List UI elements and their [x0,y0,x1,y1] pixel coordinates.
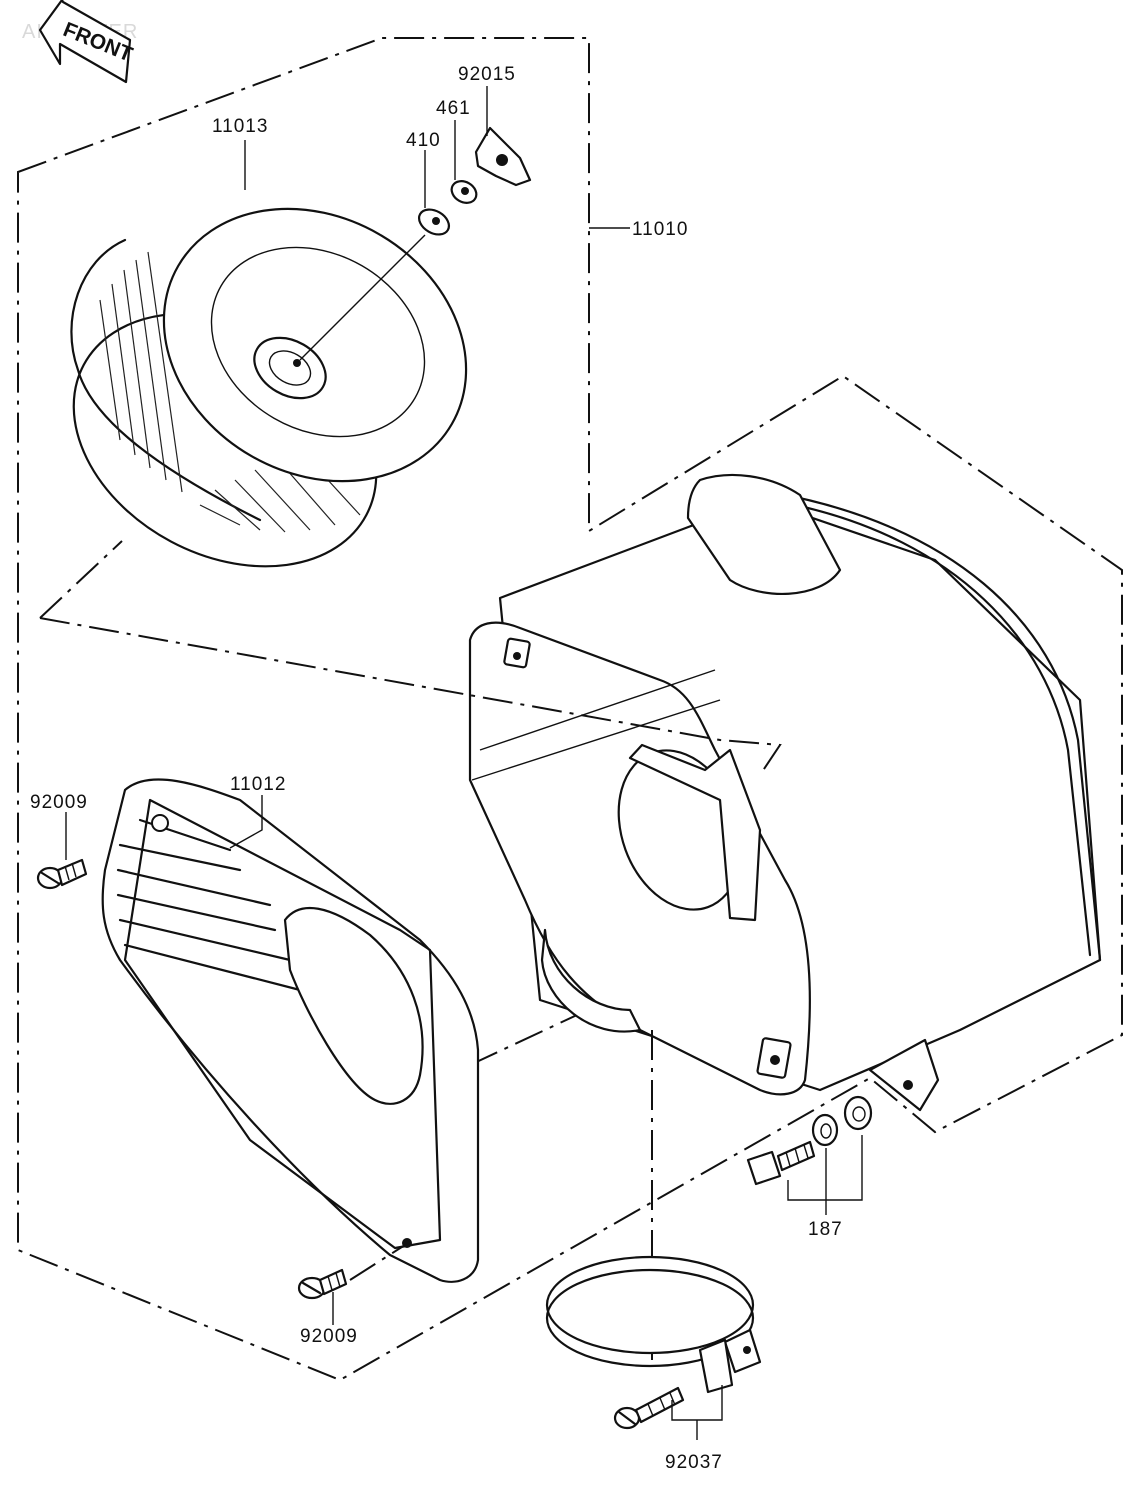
part-label-92015: 92015 [458,64,516,85]
part-label-410: 410 [406,130,441,151]
part-label-187: 187 [808,1219,843,1240]
leader-screw-to-cover [349,1244,406,1281]
part-label-11013: 11013 [212,116,268,137]
bolt-187[interactable] [746,1140,816,1186]
front-arrow-icon: FRONT [38,0,136,84]
air-box-cover[interactable] [101,778,480,1283]
part-label-11012: 11012 [230,774,286,795]
washer-187-small[interactable] [811,1113,839,1147]
part-label-92009-top: 92009 [30,792,88,813]
clip-92015[interactable] [474,126,532,187]
part-label-92037: 92037 [665,1452,723,1473]
screw-92009-top[interactable] [36,858,88,890]
hose-clamp[interactable] [545,1255,762,1394]
leader-element-axis [299,234,426,361]
part-label-461: 461 [436,98,471,119]
leader-clamp [671,1385,723,1440]
filter-element[interactable] [30,155,516,617]
leader-element-to-housing [39,617,782,776]
washer-410[interactable] [415,204,454,239]
nut-461[interactable] [448,177,481,207]
part-label-92009-bottom: 92009 [300,1326,358,1347]
part-label-11010: 11010 [632,219,688,240]
screw-92009-bottom[interactable] [297,1268,348,1300]
leader-11012 [229,795,263,849]
leader-bolt-set [787,1135,863,1215]
washer-187-large[interactable] [843,1095,873,1131]
air-box-housing[interactable] [468,473,1102,1112]
clamp-screw[interactable] [613,1386,685,1430]
